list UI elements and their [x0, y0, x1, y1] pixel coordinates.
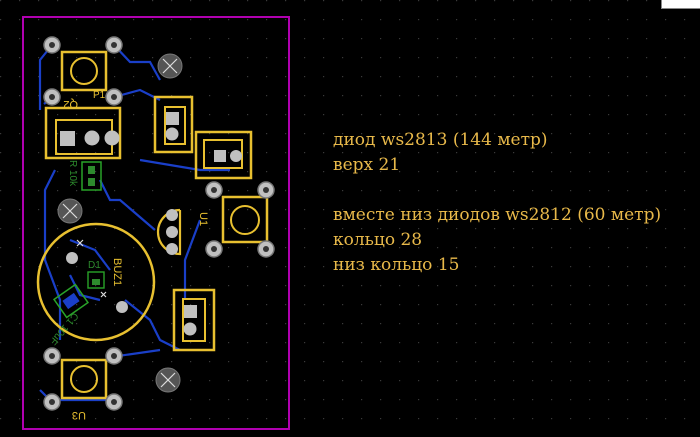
u1-label: U1 — [197, 212, 209, 226]
connector-top-footprint[interactable] — [153, 95, 194, 154]
resistor-r-footprint[interactable]: R 10k — [67, 160, 102, 191]
connector-bottom-footprint[interactable] — [172, 288, 216, 352]
mounting-hole-left — [57, 198, 83, 224]
resistor-label: R 10k — [67, 160, 78, 187]
note-line-2: верх 21 — [333, 155, 401, 175]
note-line-4: вместе низ диодов ws2812 (60 метр) — [333, 205, 662, 225]
buz1-buzzer-footprint[interactable]: BUZ1 D1 — [36, 222, 156, 342]
note-line-6: низ кольцо 15 — [333, 255, 460, 275]
right-button-footprint[interactable] — [205, 181, 275, 258]
buz1-label: BUZ1 — [111, 258, 123, 286]
copper-traces — [38, 44, 230, 402]
p1-label: P1 — [93, 90, 106, 101]
d1-label: D1 — [88, 260, 101, 271]
connector-middle-footprint[interactable] — [194, 130, 253, 180]
note-line-5: кольцо 28 — [333, 230, 423, 250]
u3-button-footprint[interactable]: U3 — [43, 347, 123, 421]
note-line-3 — [333, 178, 661, 203]
p1-button-footprint[interactable]: P1 — [43, 36, 123, 106]
mounting-hole-top — [157, 53, 183, 79]
q2-label: Q2 — [63, 98, 78, 110]
note-line-1: диод ws2813 (144 метр) — [333, 130, 548, 150]
u3-label: U3 — [72, 409, 86, 421]
u1-regulator-footprint[interactable]: U1 — [156, 208, 209, 256]
mounting-hole-bottom — [155, 367, 181, 393]
design-notes: диод ws2813 (144 метр) верх 21 вместе ни… — [333, 128, 661, 278]
window-corner-panel — [661, 0, 700, 9]
board-outline — [22, 16, 290, 430]
q2-connector-footprint[interactable]: Q2 — [44, 98, 122, 160]
